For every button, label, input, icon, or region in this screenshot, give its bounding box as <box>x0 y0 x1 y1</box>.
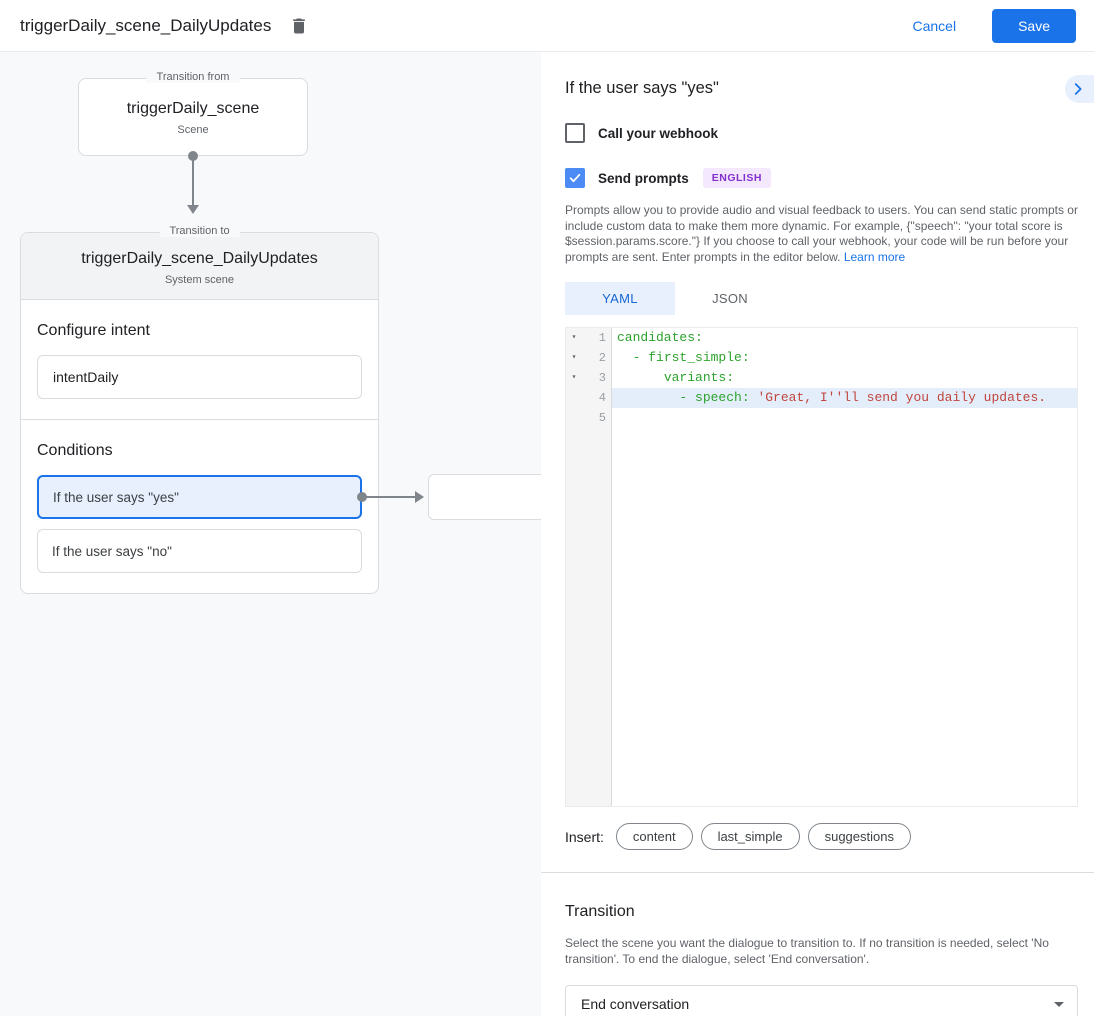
prompts-description: Prompts allow you to provide audio and v… <box>565 203 1078 265</box>
header-actions: Cancel Save <box>906 8 1076 43</box>
gutter-row: ▾ 3 <box>566 368 611 388</box>
yaml-code-editor[interactable]: ▾ 1 ▾ 2 ▾ 3 4 <box>565 327 1078 807</box>
condition-detail-panel: If the user says "yes" Call your webhook <box>541 52 1094 1016</box>
send-prompts-checkbox-row[interactable]: Send prompts ENGLISH <box>565 168 1078 188</box>
line-number: 4 <box>598 391 606 405</box>
delete-scene-button[interactable] <box>287 14 311 38</box>
insert-label: Insert: <box>565 828 604 845</box>
code-line[interactable] <box>612 408 1077 428</box>
header-left: triggerDaily_scene_DailyUpdates <box>20 14 311 38</box>
connector-line-horizontal <box>364 496 418 498</box>
language-badge: ENGLISH <box>702 168 771 188</box>
arrowhead-right-icon <box>415 491 424 503</box>
fold-toggle-icon[interactable]: ▾ <box>571 353 577 362</box>
condition-item-no[interactable]: If the user says "no" <box>37 529 362 573</box>
panel-title-row: If the user says "yes" <box>565 75 1094 103</box>
code-line[interactable]: variants: <box>612 368 1077 388</box>
fold-toggle-icon[interactable]: ▾ <box>571 333 577 342</box>
page-title: triggerDaily_scene_DailyUpdates <box>20 15 272 35</box>
code-line[interactable]: - first_simple: <box>612 348 1077 368</box>
save-button[interactable]: Save <box>992 8 1076 43</box>
line-number: 1 <box>598 331 606 345</box>
chevron-right-icon <box>1069 80 1087 98</box>
insert-toolbar: Insert: content last_simple suggestions <box>565 823 1078 850</box>
condition-item-yes[interactable]: If the user says "yes" <box>37 474 541 520</box>
line-number: 5 <box>598 411 606 425</box>
from-scene-name: triggerDaily_scene <box>126 100 260 117</box>
caret-down-icon <box>1054 1001 1064 1007</box>
editor-gutter: ▾ 1 ▾ 2 ▾ 3 4 <box>566 328 612 806</box>
to-scene-type: System scene <box>164 274 235 286</box>
code-indent <box>617 390 679 405</box>
intent-value: intentDaily <box>53 369 119 385</box>
transition-description: Select the scene you want the dialogue t… <box>565 936 1049 966</box>
transition-from-legend: Transition from <box>146 71 240 83</box>
learn-more-link[interactable]: Learn more <box>843 249 906 264</box>
configure-intent-section: Configure intent intentDaily <box>21 300 378 419</box>
collapse-panel-button[interactable] <box>1065 75 1094 103</box>
transition-to-legend: Transition to <box>159 225 240 237</box>
webhook-label: Call your webhook <box>598 125 719 141</box>
code-string-token: 'Great, I''ll send you daily updates. <box>757 390 1047 405</box>
transition-from-box[interactable]: Transition from triggerDaily_scene Scene <box>78 71 308 156</box>
from-scene-type: Scene <box>177 124 209 136</box>
code-key-token: variants: <box>663 370 735 385</box>
insert-last-simple-button[interactable]: last_simple <box>700 823 800 850</box>
condition-label: If the user says "yes" <box>53 489 179 505</box>
editor-code-area[interactable]: candidates: - first_simple: variants: - … <box>612 328 1077 806</box>
prompts-description-text: Prompts allow you to provide audio and v… <box>565 203 1078 264</box>
gutter-row: 4 <box>566 388 611 408</box>
tab-yaml[interactable]: YAML <box>565 282 675 315</box>
panel-title: If the user says "yes" <box>565 79 719 97</box>
gutter-row: 5 <box>566 408 611 428</box>
code-indent <box>617 370 664 385</box>
code-line[interactable]: candidates: <box>612 328 1077 348</box>
conditions-section: Conditions If the user says "yes" If the… <box>21 419 541 593</box>
cancel-button[interactable]: Cancel <box>906 17 962 35</box>
line-number: 2 <box>598 351 606 365</box>
editor-format-tabs: YAML JSON <box>565 282 1078 315</box>
code-indent <box>617 350 633 365</box>
transition-select[interactable]: End conversation <box>565 985 1078 1016</box>
send-prompts-label: Send prompts <box>598 170 689 186</box>
code-key-token: - speech: <box>679 390 758 405</box>
fold-spacer <box>566 408 582 428</box>
conditions-heading: Conditions <box>37 442 113 459</box>
tab-json[interactable]: JSON <box>712 291 748 306</box>
code-line-highlighted[interactable]: - speech: 'Great, I''ll send you daily u… <box>612 388 1077 408</box>
insert-content-button[interactable]: content <box>615 823 693 850</box>
send-prompts-checkbox[interactable] <box>565 168 585 188</box>
trash-icon <box>289 16 309 36</box>
code-key-token: candidates: <box>617 330 703 345</box>
to-scene-name: triggerDaily_scene_DailyUpdates <box>81 250 318 267</box>
transition-heading: Transition <box>565 903 635 920</box>
fold-spacer <box>566 388 582 408</box>
configure-intent-heading: Configure intent <box>37 322 150 339</box>
scene-diagram-canvas: Transition from triggerDaily_scene Scene… <box>0 52 541 1016</box>
line-number: 3 <box>598 371 606 385</box>
gutter-row: ▾ 2 <box>566 348 611 368</box>
webhook-checkbox[interactable] <box>565 123 585 143</box>
connector-line-vertical <box>192 156 194 206</box>
section-divider <box>541 872 1094 873</box>
intent-field[interactable]: intentDaily <box>37 355 362 399</box>
code-key-token: - first_simple: <box>632 350 750 365</box>
next-scene-placeholder-box[interactable] <box>428 474 541 520</box>
gutter-row: ▾ 1 <box>566 328 611 348</box>
scene-box-header[interactable]: triggerDaily_scene_DailyUpdates System s… <box>21 233 378 300</box>
condition-label: If the user says "no" <box>52 543 172 559</box>
transition-select-value: End conversation <box>581 996 690 1012</box>
arrowhead-down-icon <box>187 205 199 214</box>
check-icon <box>568 171 582 185</box>
header: triggerDaily_scene_DailyUpdates Cancel S… <box>0 0 1094 52</box>
body: Transition from triggerDaily_scene Scene… <box>0 52 1094 1016</box>
fold-toggle-icon[interactable]: ▾ <box>571 373 577 382</box>
insert-suggestions-button[interactable]: suggestions <box>807 823 911 850</box>
transition-to-box: Transition to triggerDaily_scene_DailyUp… <box>20 225 541 594</box>
webhook-checkbox-row[interactable]: Call your webhook <box>565 123 1078 143</box>
connector-dot <box>357 492 367 502</box>
